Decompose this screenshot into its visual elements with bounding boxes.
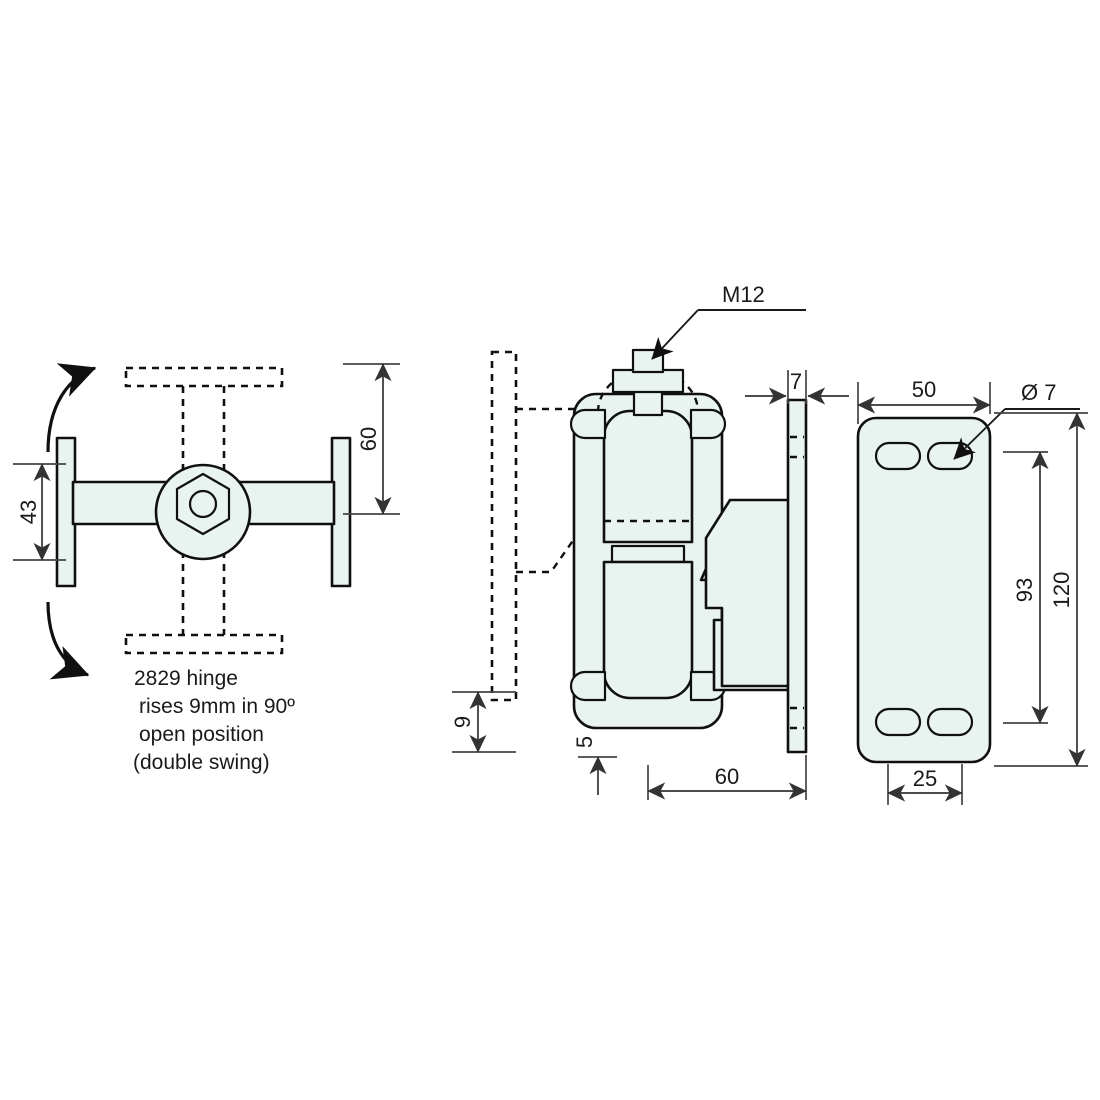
- dim120-text: 120: [1049, 572, 1074, 609]
- wall-plate-front-view: Ø 7 50 25 93 120: [856, 377, 1088, 805]
- m12-leader-arrow: [651, 309, 699, 360]
- dimension-5: 5: [572, 736, 617, 795]
- dia7-leader-arrow: [953, 408, 1006, 460]
- plan-view-double-swing: 43 60 2829 hinge rises 9mm in 90º open p…: [13, 363, 400, 774]
- wall-plate-edge: [786, 398, 808, 754]
- dim5-text: 5: [572, 736, 597, 748]
- plan-note-block: 2829 hinge rises 9mm in 90º open positio…: [133, 667, 295, 774]
- plate-slot-bottom-right: [926, 707, 974, 737]
- dim25-text: 25: [913, 766, 937, 791]
- note-line-3: open position: [139, 723, 264, 746]
- phantom-gate-open-bottom: [124, 633, 284, 655]
- dim7-text: 7: [790, 369, 802, 394]
- hinge-upper-barrel: [602, 409, 694, 544]
- dimension-60-side: 60: [647, 755, 807, 800]
- hinge-bottom-lug-left: [569, 670, 607, 702]
- dimension-60-plan: 60: [343, 363, 400, 515]
- hidden-bearing-arc: [596, 368, 700, 413]
- plate-slot-top-left: [874, 441, 922, 471]
- note-line-2: rises 9mm in 90º: [139, 695, 295, 718]
- note-line-1: 2829 hinge: [134, 667, 238, 690]
- plate-slot-bottom-left: [874, 707, 922, 737]
- plan-hex-bore: [188, 489, 218, 519]
- m12-text: M12: [722, 282, 765, 307]
- dim60plan-text: 60: [356, 427, 381, 451]
- hinge-spacer: [610, 544, 686, 564]
- dimension-120: 120: [994, 412, 1088, 767]
- dimension-43: 43: [13, 463, 66, 561]
- hinge-top-lug-right: [689, 408, 727, 440]
- callout-m12: M12: [651, 282, 806, 360]
- dim9-text: 9: [450, 716, 475, 728]
- dimension-7: 7: [745, 369, 849, 405]
- side-elevation-view: M12 9 5 7 60: [450, 282, 849, 800]
- swing-arc-arrow-down: [46, 601, 90, 680]
- dimension-25: 25: [887, 764, 963, 805]
- phantom-gate-open-top: [124, 366, 284, 388]
- phantom-gate-post: [490, 350, 518, 702]
- hinge-top-lug-left: [569, 408, 607, 440]
- dim50-text: 50: [912, 377, 936, 402]
- dim43-text: 43: [16, 500, 41, 524]
- callout-dia7: Ø 7: [953, 380, 1080, 460]
- dim93-text: 93: [1012, 578, 1037, 602]
- bolt-hex-nut: [611, 368, 685, 394]
- note-line-4: (double swing): [133, 751, 270, 774]
- dimension-93: 93: [1003, 451, 1049, 724]
- hinge-lower-barrel: [602, 560, 694, 700]
- dimension-9: 9: [450, 691, 516, 753]
- plate-body: [856, 416, 992, 764]
- swing-arc-arrow-up: [46, 363, 97, 453]
- dim60side-text: 60: [715, 764, 739, 789]
- dimension-50: 50: [857, 377, 991, 424]
- dia7-text: Ø 7: [1021, 380, 1056, 405]
- wall-bracket-body: [704, 498, 792, 688]
